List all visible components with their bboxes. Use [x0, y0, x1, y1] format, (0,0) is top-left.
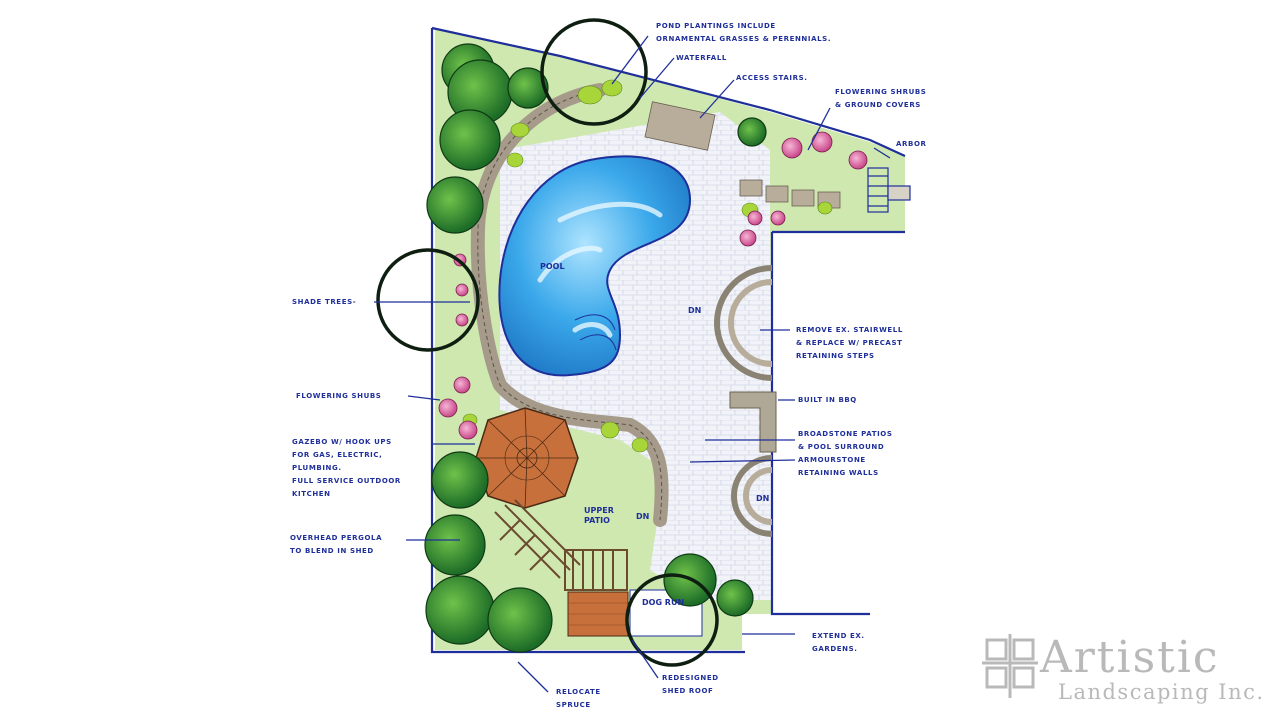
- label-armourstone: Armourstone retaining walls: [798, 454, 879, 480]
- label-line: Extend ex.: [812, 632, 865, 640]
- map-label-dn-lower: DN: [756, 494, 770, 503]
- label-line: Armourstone: [798, 456, 866, 464]
- label-line: Remove ex. stairwell: [796, 326, 903, 334]
- company-logo: Artistic Landscaping Inc.: [980, 628, 1275, 710]
- label-line: Flowering shrubs: [835, 88, 927, 96]
- label-built-in-bbq: Built in BBQ: [798, 396, 857, 404]
- label-line: kitchen: [292, 490, 331, 498]
- label-flowering-shrubs: Flowering shrubs & ground covers: [835, 86, 926, 112]
- map-label-dn-patio: DN: [636, 512, 650, 521]
- map-label-pool: POOL: [540, 262, 565, 271]
- retaining-steps: [714, 265, 773, 537]
- label-line: retaining walls: [798, 469, 879, 477]
- label-line: Relocate: [556, 688, 601, 696]
- brand-name: Artistic: [1040, 632, 1220, 683]
- map-label-upper-patio: UPPER PATIO: [584, 506, 614, 526]
- access-stairs: [644, 101, 841, 209]
- label-line: Pond plantings include: [656, 22, 776, 30]
- label-line: Redesigned: [662, 674, 719, 682]
- label-extend-gardens: Extend ex. gardens.: [812, 630, 865, 656]
- label-line: Full service outdoor: [292, 477, 401, 485]
- label-pond-plantings: Pond plantings include ornamental grasse…: [656, 20, 831, 46]
- label-line: Overhead pergola: [290, 534, 383, 542]
- label-line: & replace w/ precast: [796, 339, 903, 347]
- label-line: to blend in shed: [290, 547, 374, 555]
- label-remove-stairwell: Remove ex. stairwell & replace w/ precas…: [796, 324, 903, 363]
- label-line: UPPER: [584, 506, 614, 515]
- label-shade-trees: Shade trees-: [292, 298, 357, 306]
- brand-tagline: Landscaping Inc.: [1058, 680, 1265, 704]
- label-line: Broadstone patios: [798, 430, 893, 438]
- shade-trees: [424, 43, 767, 653]
- label-line: plumbing.: [292, 464, 342, 472]
- label-broadstone: Broadstone patios & pool surround: [798, 428, 893, 454]
- label-line: for gas, electric,: [292, 451, 383, 459]
- label-line: shed roof: [662, 687, 714, 695]
- pool: [498, 155, 692, 377]
- label-flowering-shubs: Flowering shubs: [296, 392, 382, 400]
- canopy-outlines: [376, 18, 719, 667]
- label-gazebo: Gazebo w/ hook ups for gas, electric, pl…: [292, 436, 401, 501]
- label-redesigned-shed: Redesigned shed roof: [662, 672, 719, 698]
- property-line: [430, 26, 906, 654]
- brand-emblem-icon: [982, 634, 1038, 698]
- label-line: PATIO: [584, 516, 610, 525]
- label-waterfall: waterfall: [676, 54, 727, 62]
- label-line: & pool surround: [798, 443, 885, 451]
- label-line: & ground covers: [835, 101, 921, 109]
- map-label-dn-stairs: DN: [688, 306, 702, 315]
- label-relocate-spruce: Relocate spruce: [556, 686, 601, 712]
- gazebo: [475, 407, 579, 509]
- built-in-bbq: [729, 391, 777, 453]
- label-line: spruce: [556, 701, 591, 709]
- label-pergola: Overhead pergola to blend in shed: [290, 532, 382, 558]
- label-arbor: Arbor: [896, 140, 927, 148]
- map-label-dog-run: DOG RUN: [642, 598, 685, 607]
- leader-lines: [374, 35, 891, 693]
- label-line: Gazebo w/ hook ups: [292, 438, 392, 446]
- pergola: [494, 499, 628, 591]
- label-line: retaining steps: [796, 352, 875, 360]
- label-line: gardens.: [812, 645, 858, 653]
- label-access-stairs: access stairs.: [736, 74, 808, 82]
- ornamental-grasses: [462, 79, 833, 453]
- arbor: [867, 167, 911, 213]
- label-line: ornamental grasses & perennials.: [656, 35, 832, 43]
